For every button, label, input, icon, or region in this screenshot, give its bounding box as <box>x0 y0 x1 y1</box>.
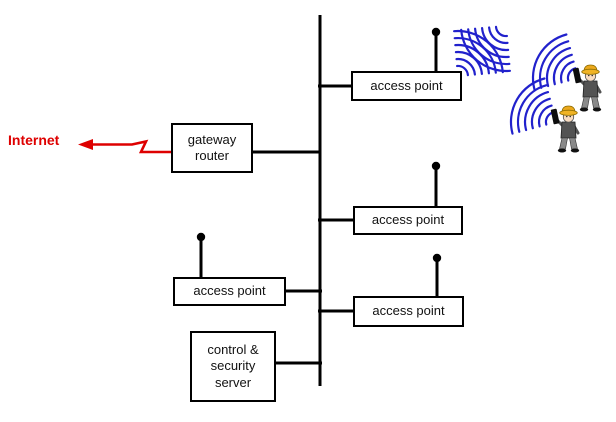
access-point-label: access point <box>371 212 445 228</box>
worker-figure <box>571 63 603 113</box>
access-point-label: access point <box>370 77 443 93</box>
antenna-icon <box>432 253 442 296</box>
antenna-icon <box>196 232 206 277</box>
wireless-signal-icon <box>509 77 555 135</box>
access-point-label: access point <box>372 303 445 319</box>
access-point-node-bottom: access point <box>353 296 464 327</box>
access-point-label: access point <box>193 283 266 299</box>
gateway-router-label: gateway router <box>187 131 237 163</box>
access-point-node-left: access point <box>173 277 286 306</box>
access-point-node-middle: access point <box>353 206 463 235</box>
gateway-router-node: gateway router <box>171 123 253 173</box>
control-security-server-label: control & security server <box>207 342 259 390</box>
access-point-node-top: access point <box>351 71 462 101</box>
antenna-icon <box>431 161 441 206</box>
left-arrow-icon <box>78 139 172 154</box>
wireless-signal-icon <box>531 33 577 91</box>
wireless-signal-icon <box>453 25 511 77</box>
internet-label: Internet <box>8 132 60 148</box>
worker-figure <box>549 104 581 154</box>
control-security-server-node: control & security server <box>190 331 276 402</box>
antenna-icon <box>431 27 441 71</box>
